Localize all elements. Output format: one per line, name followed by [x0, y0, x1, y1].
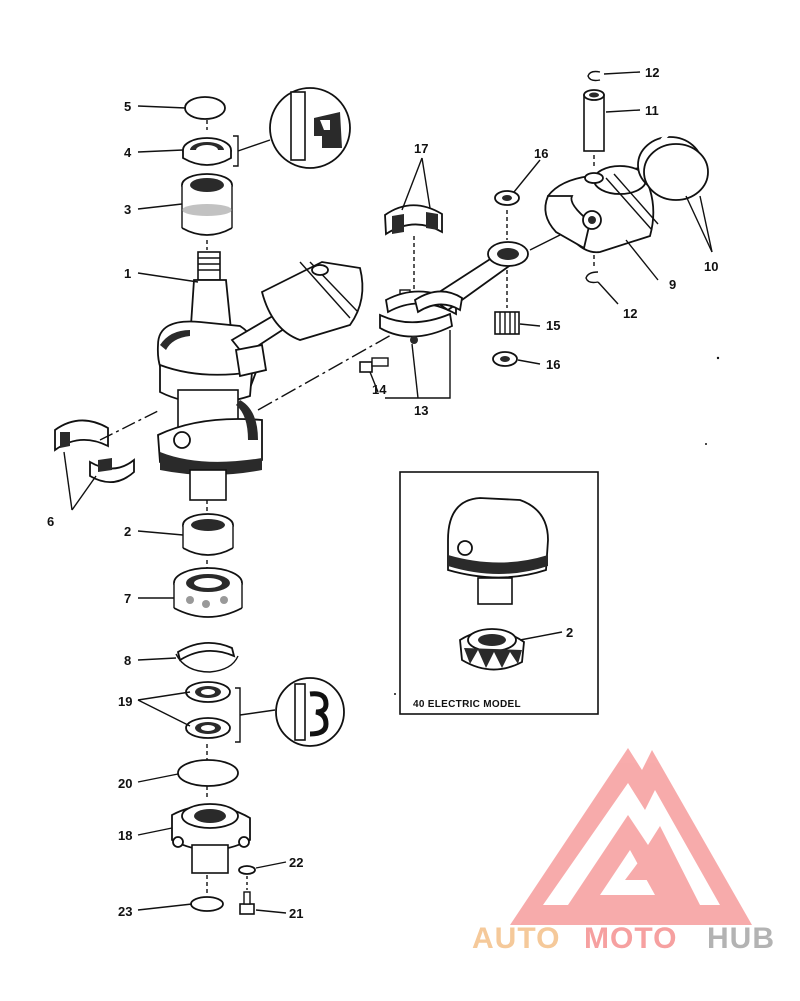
part-17-piston-pin-bearing — [384, 204, 443, 236]
part-5-seal-disc — [184, 96, 226, 120]
callout-7: 7 — [124, 591, 131, 606]
part-16-thrust-washer-lower — [492, 351, 518, 367]
watermark-word-moto: MOTO — [584, 922, 677, 955]
part-12-pin-retainer-upper — [587, 70, 601, 82]
callout-15: 15 — [546, 318, 560, 333]
callout-9: 9 — [669, 277, 676, 292]
part-22-lockwasher — [238, 865, 256, 875]
callout-12-lower: 12 — [623, 306, 637, 321]
part-8-retaining-ring — [175, 642, 239, 673]
watermark-logo — [510, 748, 752, 925]
part-19-oil-seals — [185, 681, 231, 739]
callout-5: 5 — [124, 99, 131, 114]
callout-16-lower: 16 — [546, 357, 560, 372]
callout-23: 23 — [118, 904, 132, 919]
callout-8: 8 — [124, 653, 131, 668]
watermark-text: AUTO MOTO HUB — [472, 922, 775, 955]
part-20-o-ring — [177, 759, 239, 787]
callout-21: 21 — [289, 906, 303, 921]
assembled-piston-and-rod — [230, 261, 364, 378]
callout-12-upper: 12 — [645, 65, 659, 80]
part-23-o-ring — [190, 896, 224, 912]
part-4-bearing — [182, 137, 232, 166]
callout-4: 4 — [124, 145, 132, 160]
part-3-needle-bearing — [181, 173, 233, 236]
part-14-rod-bolt — [359, 357, 389, 373]
inset-title: 40 ELECTRIC MODEL — [413, 699, 521, 710]
callout-18: 18 — [118, 828, 132, 843]
callout-6: 6 — [47, 514, 54, 529]
callout-2: 2 — [124, 524, 131, 539]
part-1-crankshaft — [157, 251, 263, 501]
part-11-piston-pin — [583, 89, 605, 152]
callout-13: 13 — [414, 403, 428, 418]
callout-17: 17 — [414, 141, 428, 156]
part-12-pin-retainer-lower — [585, 271, 599, 284]
callout-14: 14 — [372, 382, 387, 397]
watermark-word-hub: HUB — [707, 922, 775, 955]
part-connecting-rod — [413, 241, 529, 314]
watermark-word-auto: AUTO — [472, 922, 560, 955]
callout-11: 11 — [645, 103, 659, 118]
callout-1: 1 — [124, 266, 131, 281]
callout-10: 10 — [704, 259, 718, 274]
callout-20: 20 — [118, 776, 132, 791]
inset-40-electric-model: 40 ELECTRIC MODEL — [399, 471, 599, 715]
part-21-screw — [239, 891, 255, 915]
leader-lines — [63, 71, 713, 914]
callout-19: 19 — [118, 694, 132, 709]
callout-labels: 5 4 3 1 6 2 7 8 19 20 18 23 22 21 17 16 … — [47, 65, 718, 921]
part-16-thrust-washer-upper — [494, 190, 520, 206]
part-6-crankpin-bearing — [54, 419, 135, 483]
part-2-ball-bearing — [182, 513, 234, 556]
part-18-lower-end-cap — [171, 803, 251, 874]
callout-22: 22 — [289, 855, 303, 870]
detail-circle-seal-orientation — [269, 87, 351, 169]
part-15-needle-bearing — [494, 311, 520, 335]
part-9-piston — [544, 165, 659, 254]
callout-2-inset: 2 — [566, 625, 573, 640]
callout-3: 3 — [124, 202, 131, 217]
callout-16-upper: 16 — [534, 146, 548, 161]
part-7-main-bearing — [173, 567, 243, 618]
detail-circle-seal-lips — [275, 677, 345, 747]
part-10-piston-rings — [637, 132, 709, 201]
